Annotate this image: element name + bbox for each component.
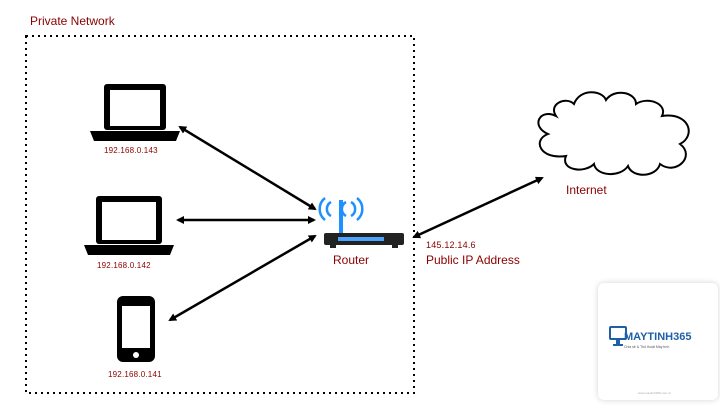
brand-footer: www.maytinh365.com.vn — [638, 391, 672, 395]
brand-tagline: Chia sẻ & Thủ thuật Máy tính — [624, 345, 670, 349]
wifi-router-icon — [318, 197, 404, 248]
link-laptop1-router — [178, 125, 317, 211]
public-ip-value: 145.12.14.6 — [426, 240, 476, 250]
private-network-boundary — [25, 35, 415, 394]
device-ip-label: 192.168.0.141 — [108, 370, 162, 379]
brand-name: MAYTINH365 — [624, 331, 692, 343]
brand-logo: MAYTINH365 Chia sẻ & Thủ thuật Máy tính … — [598, 283, 718, 400]
device-ip-label: 192.168.0.143 — [104, 146, 158, 155]
device-ip-label: 192.168.0.142 — [97, 261, 151, 270]
internet-label: Internet — [566, 183, 607, 197]
public-ip-label: Public IP Address — [426, 253, 520, 267]
smartphone-icon — [117, 296, 155, 362]
cloud-icon — [537, 91, 690, 176]
link-router-internet — [412, 176, 544, 239]
laptop-icon — [84, 196, 174, 255]
laptop-icon — [90, 84, 180, 141]
private-network-title: Private Network — [30, 14, 115, 28]
link-phone-router — [168, 234, 317, 322]
monitor-icon — [609, 326, 627, 346]
router-label: Router — [333, 253, 370, 267]
